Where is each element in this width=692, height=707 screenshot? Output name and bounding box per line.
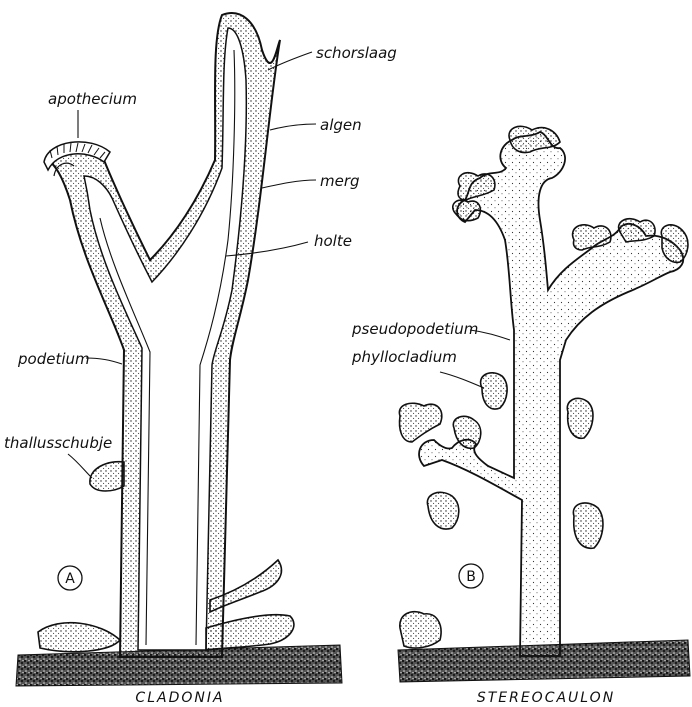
label-algen: algen [320, 116, 362, 134]
label-pseudopodetium: pseudopodetium [351, 320, 478, 338]
leader-algen [270, 124, 316, 130]
label-merg: merg [320, 172, 360, 190]
caption-cladonia: CLADONIA [135, 690, 224, 706]
label-podetium: podetium [17, 350, 90, 368]
label-phyllocladium: phyllocladium [351, 348, 457, 366]
phyllocladium-9 [399, 403, 441, 442]
phyllocladium-5 [619, 219, 655, 242]
basal-squamule [38, 623, 120, 652]
leader-merg [262, 180, 316, 188]
label-schorslaag: schorslaag [316, 44, 397, 62]
phyllocladium-6 [661, 225, 688, 263]
marker-a: A [65, 571, 75, 587]
label-thallusschubje: thallusschubje [4, 434, 112, 452]
label-apothecium: apothecium [48, 90, 137, 108]
phyllocladium-13 [400, 612, 441, 648]
phyllocladium-7 [481, 373, 508, 409]
phyllocladium-12 [573, 503, 603, 548]
leader-podetium [86, 358, 122, 364]
phyllocladium-8 [567, 398, 593, 438]
phyllocladium-3 [453, 200, 481, 220]
leader-thallusschubje [68, 454, 92, 478]
marker-b: B [466, 569, 476, 585]
figure-b-stereocaulon: pseudopodetium phyllocladium B STEREOCAU… [351, 126, 690, 706]
leader-phyllocladium [440, 372, 484, 388]
phyllocladium-11 [427, 492, 458, 529]
caption-stereocaulon: STEREOCAULON [477, 690, 615, 706]
label-holte: holte [314, 232, 352, 250]
figure-a-cladonia: schorslaag algen merg holte apothecium p… [4, 13, 397, 706]
thallusschubje-scale [90, 462, 124, 491]
